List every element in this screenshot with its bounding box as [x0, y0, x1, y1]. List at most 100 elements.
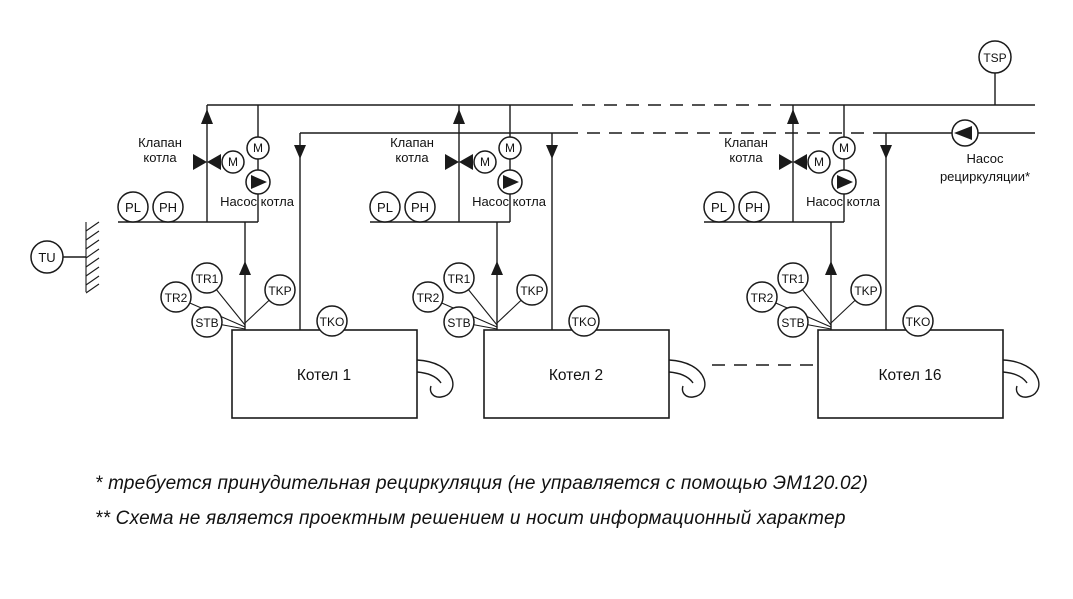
flue-icon — [416, 359, 454, 398]
outdoor-sensor-assembly: TU — [30, 221, 100, 294]
valve-motor-icon — [473, 150, 497, 174]
boiler-pump-triangle — [837, 175, 853, 189]
tr1-sensor-label: TR1 — [782, 272, 805, 286]
ph-sensor-icon — [738, 191, 770, 223]
valve-label-line1: Клапан — [724, 135, 768, 150]
boiler-name: Котел 2 — [549, 367, 603, 384]
boiler-pump-label: Насос котла — [806, 194, 881, 209]
flow-arrow-up-icon — [491, 261, 503, 275]
wall-hatching — [85, 221, 100, 294]
tko-sensor-label: TKO — [572, 315, 597, 329]
stb-sensor-icon — [777, 306, 809, 338]
valve-label-line2: котла — [395, 150, 429, 165]
tkp-sensor-label: TKP — [854, 284, 877, 298]
pl-sensor-icon — [369, 191, 401, 223]
recirculation-pump-label-1: Насос — [967, 151, 1004, 166]
recirculation-pump-triangle — [954, 126, 972, 140]
pl-sensor-label: PL — [125, 200, 141, 215]
tko-sensor-icon — [902, 305, 934, 337]
valve-motor-label: M — [228, 155, 238, 169]
tsp-sensor-assembly: TSP — [978, 40, 1012, 105]
boiler-valve-icon — [779, 154, 807, 170]
ph-sensor-icon — [152, 191, 184, 223]
stb-sensor-label: STB — [447, 316, 470, 330]
ph-sensor-label: PH — [745, 200, 763, 215]
boiler-name: Котел 1 — [297, 367, 351, 384]
tkp-sensor-icon — [850, 274, 882, 306]
tsp-sensor-icon — [978, 40, 1012, 74]
tr2-sensor-icon — [746, 281, 778, 313]
flow-arrow-up-icon — [201, 109, 213, 124]
footnote-2: ** Схема не является проектным решением … — [95, 508, 846, 529]
boiler-body — [231, 329, 418, 419]
valve-motor-icon — [807, 150, 831, 174]
boiler-body — [483, 329, 670, 419]
pump-motor-label: M — [253, 141, 263, 155]
tr2-sensor-label: TR2 — [751, 291, 774, 305]
valve-label-line2: котла — [143, 150, 177, 165]
pump-motor-icon — [246, 136, 270, 160]
tr1-sensor-label: TR1 — [448, 272, 471, 286]
footnote-1: * требуется принудительная рециркуляция … — [95, 473, 868, 494]
pump-motor-label: M — [839, 141, 849, 155]
boiler-pump-triangle — [503, 175, 519, 189]
pl-sensor-label: PL — [711, 200, 727, 215]
tr1-sensor-label: TR1 — [196, 272, 219, 286]
tkp-sensor-label: TKP — [520, 284, 543, 298]
recirculation-pump-assembly: Насос рециркуляции* — [940, 119, 1030, 184]
tr2-sensor-icon — [412, 281, 444, 313]
flow-arrow-up-icon — [787, 109, 799, 124]
tr2-sensor-icon — [160, 281, 192, 313]
flow-arrow-up-icon — [239, 261, 251, 275]
tko-sensor-icon — [568, 305, 600, 337]
pump-motor-icon — [832, 136, 856, 160]
flow-arrow-down-icon — [546, 145, 558, 159]
boiler-valve-icon — [445, 154, 473, 170]
boiler-valve-icon — [193, 154, 221, 170]
pl-sensor-label: PL — [377, 200, 393, 215]
pump-motor-label: M — [505, 141, 515, 155]
flow-arrow-up-icon — [825, 261, 837, 275]
flow-arrow-down-icon — [294, 145, 306, 159]
flow-arrow-down-icon — [880, 145, 892, 159]
tr1-sensor-icon — [191, 262, 223, 294]
tko-sensor-icon — [316, 305, 348, 337]
boiler-unit-1: M M PL PH TR1 TR2 STB TKP TKO Клапан кот… — [117, 105, 454, 419]
valve-motor-label: M — [814, 155, 824, 169]
pl-sensor-icon — [117, 191, 149, 223]
tr1-sensor-icon — [443, 262, 475, 294]
pump-motor-icon — [498, 136, 522, 160]
tu-sensor-icon — [30, 240, 64, 274]
valve-label-line1: Клапан — [138, 135, 182, 150]
boiler-unit-16: M M PL PH TR1 TR2 STB TKP TKO Клапан кот… — [703, 105, 1040, 419]
tkp-sensor-label: TKP — [268, 284, 291, 298]
tkp-sensor-icon — [516, 274, 548, 306]
stb-sensor-label: STB — [195, 316, 218, 330]
tsp-sensor-label: TSP — [983, 51, 1006, 65]
flow-arrow-up-icon — [453, 109, 465, 124]
ph-sensor-icon — [404, 191, 436, 223]
flue-icon — [668, 359, 706, 398]
tr2-sensor-label: TR2 — [165, 291, 188, 305]
boiler-pump-label: Насос котла — [472, 194, 547, 209]
valve-motor-label: M — [480, 155, 490, 169]
ph-sensor-label: PH — [411, 200, 429, 215]
stb-sensor-icon — [191, 306, 223, 338]
tr1-sensor-icon — [777, 262, 809, 294]
valve-label-line2: котла — [729, 150, 763, 165]
boiler-name: Котел 16 — [879, 367, 942, 384]
boiler-pump-triangle — [251, 175, 267, 189]
valve-label-line1: Клапан — [390, 135, 434, 150]
tr2-sensor-label: TR2 — [417, 291, 440, 305]
tu-sensor-label: TU — [38, 250, 55, 265]
tko-sensor-label: TKO — [320, 315, 345, 329]
boiler-unit-2: M M PL PH TR1 TR2 STB TKP TKO Клапан кот… — [369, 105, 706, 419]
flue-icon — [1002, 359, 1040, 398]
recirculation-pump-label-2: рециркуляции* — [940, 169, 1030, 184]
ph-sensor-label: PH — [159, 200, 177, 215]
pl-sensor-icon — [703, 191, 735, 223]
tko-sensor-label: TKO — [906, 315, 931, 329]
stb-sensor-label: STB — [781, 316, 804, 330]
